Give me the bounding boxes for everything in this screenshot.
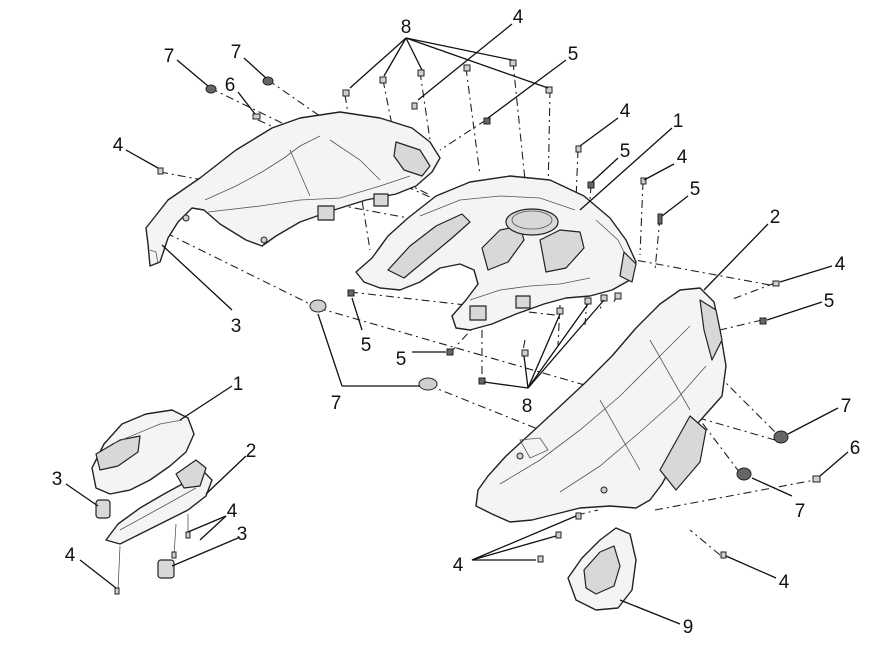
front-cover	[355, 175, 637, 331]
callout-label: 4	[453, 555, 464, 576]
callout-label: 2	[770, 207, 781, 228]
front-fender	[145, 111, 441, 267]
callout-label: 8	[522, 396, 533, 417]
callout-label: 3	[237, 524, 248, 545]
small-assembly-view	[91, 409, 213, 591]
callout-label: 4	[513, 7, 524, 28]
callout-label: 7	[231, 42, 242, 63]
callout-label: 4	[620, 101, 631, 122]
callout-label: 2	[246, 441, 257, 462]
callout-label: 3	[52, 469, 63, 490]
callout-label: 5	[568, 44, 579, 65]
callout-label: 7	[795, 501, 806, 522]
callout-label: 5	[824, 291, 835, 312]
callout-label: 7	[841, 396, 852, 417]
callout-label: 1	[233, 374, 244, 395]
callout-label: 1	[673, 111, 684, 132]
callout-label: 4	[779, 572, 790, 593]
callout-label: 5	[361, 335, 372, 356]
callout-label: 6	[850, 438, 861, 459]
callout-label: 5	[396, 349, 407, 370]
leader-lines	[65, 23, 849, 625]
callout-label: 4	[677, 147, 688, 168]
callout-label: 9	[683, 617, 694, 638]
callout-label: 3	[231, 316, 242, 337]
callout-label: 4	[227, 501, 238, 522]
callout-label: 5	[620, 141, 631, 162]
callout-label: 4	[835, 254, 846, 275]
callout-label: 7	[164, 46, 175, 67]
callout-label: 4	[113, 135, 124, 156]
callout-label: 5	[690, 179, 701, 200]
callout-label: 8	[401, 17, 412, 38]
rear-fender	[475, 287, 727, 523]
callout-label: 4	[65, 545, 76, 566]
callout-label: 7	[331, 393, 342, 414]
lower-panel	[567, 527, 637, 611]
callout-label: 6	[225, 75, 236, 96]
hardware	[114, 59, 821, 595]
